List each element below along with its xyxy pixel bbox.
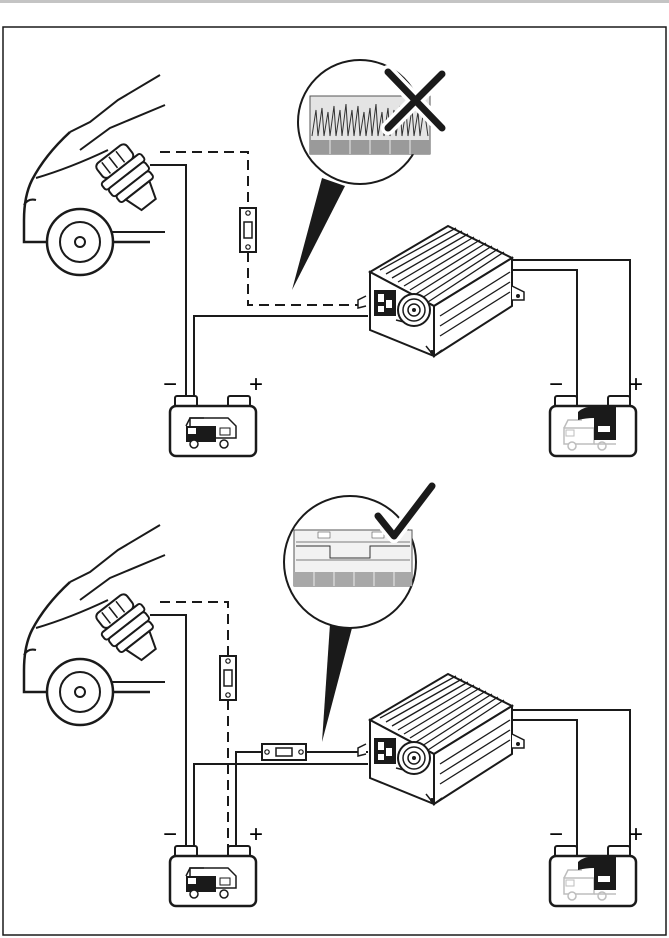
service-positive-wire	[512, 710, 630, 848]
fuse-icon	[262, 744, 306, 760]
charger-unit-icon	[358, 674, 524, 804]
fuse-icon	[240, 208, 256, 252]
vehicle-front-icon	[24, 75, 168, 275]
fuse-icon	[220, 656, 236, 700]
starter-ground-wire	[194, 764, 368, 848]
service-positive-wire	[512, 260, 630, 398]
starter-ground-wire	[194, 316, 368, 398]
starter-negative-label: −	[163, 371, 177, 398]
service-negative-wire	[512, 270, 577, 398]
starter-battery	[170, 846, 256, 906]
callout-pointer	[322, 624, 352, 742]
panel-correct: − + − +	[24, 486, 643, 906]
service-positive-label: +	[629, 371, 643, 398]
panel-incorrect: − + − +	[24, 60, 643, 456]
dashed-feed-wire	[160, 602, 228, 656]
starter-positive-label: +	[249, 821, 263, 848]
charger-unit-icon	[358, 226, 524, 356]
service-battery	[550, 396, 636, 456]
starter-battery	[170, 396, 256, 456]
service-battery	[550, 846, 636, 906]
service-negative-label: −	[549, 821, 563, 848]
starter-negative-label: −	[163, 821, 177, 848]
callout-pointer	[292, 178, 345, 290]
service-negative-label: −	[549, 371, 563, 398]
dashed-output-wire	[248, 252, 368, 305]
dashed-feed-wire	[160, 152, 248, 208]
service-positive-label: +	[629, 821, 643, 848]
vehicle-front-icon	[24, 525, 168, 725]
starter-positive-label: +	[249, 371, 263, 398]
